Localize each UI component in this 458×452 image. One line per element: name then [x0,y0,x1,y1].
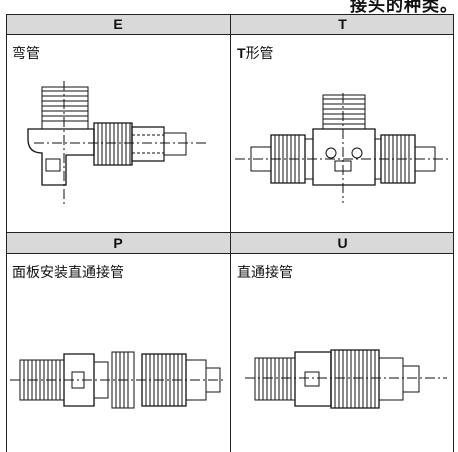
page-title: 接头的种类。 [350,0,458,16]
cell-t: T形管 [231,35,454,232]
header-p: P [6,233,230,253]
elbow-fitting-icon [6,35,230,232]
label-panel-mount: 面板安装直通接管 [12,265,124,281]
label-straight-union: 直通接管 [237,265,293,281]
tee-fitting-icon [231,35,454,232]
fitting-types-table: E T 弯管 [6,14,454,452]
header-u: U [231,233,454,253]
header-e: E [6,14,230,34]
straight-union-icon [231,254,454,452]
cell-u: 直通接管 [231,254,454,452]
label-tee: T形管 [237,45,274,62]
label-elbow: 弯管 [12,46,40,62]
cell-p: 面板安装直通接管 [6,254,230,452]
panel-mount-union-icon [6,254,230,452]
cell-e: 弯管 [6,35,230,232]
header-t: T [231,14,454,34]
